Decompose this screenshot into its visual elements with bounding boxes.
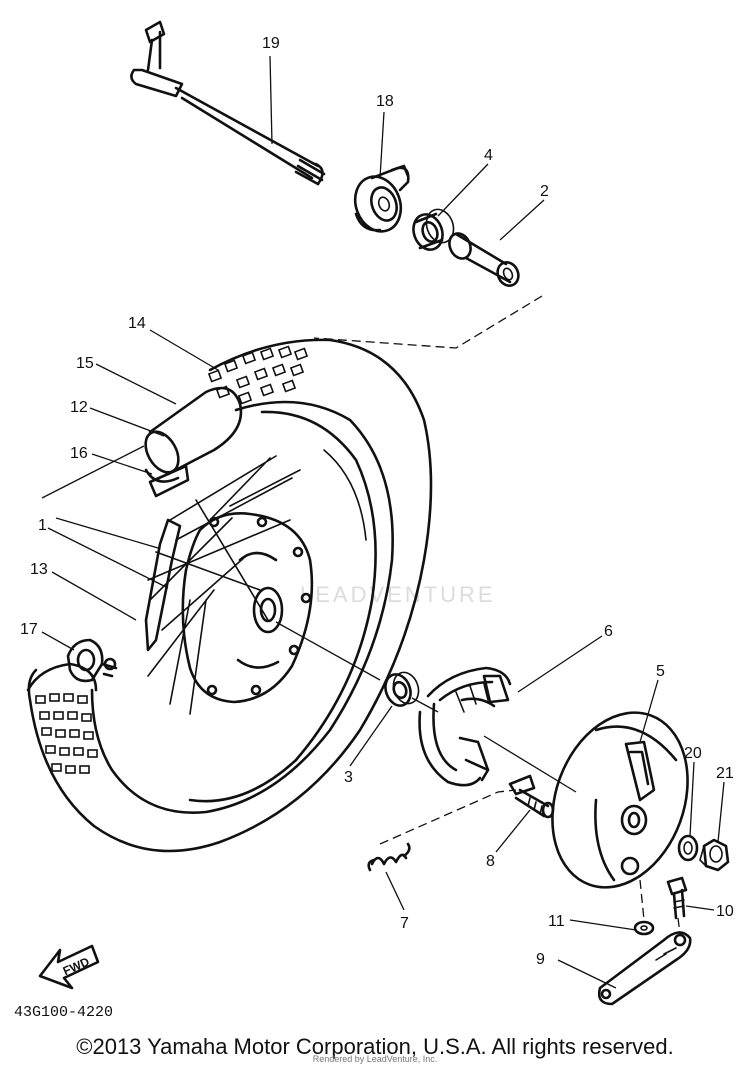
callout-20: 20 bbox=[684, 745, 702, 762]
callout-10: 10 bbox=[716, 903, 734, 920]
nut-21 bbox=[699, 838, 730, 872]
assembly-guide-upper bbox=[313, 295, 543, 349]
bearing-3 bbox=[384, 671, 420, 707]
assembly-guide-lower bbox=[379, 789, 517, 845]
valve-cap bbox=[66, 638, 118, 683]
front-tire bbox=[26, 338, 433, 853]
meter-gear-unit bbox=[353, 164, 410, 233]
callout-9: 9 bbox=[536, 951, 545, 968]
callout-6: 6 bbox=[604, 623, 613, 640]
leader-lines bbox=[41, 55, 725, 989]
callout-3: 3 bbox=[344, 769, 353, 786]
rendered-by-credit: Rendered by LeadVenture, Inc. bbox=[312, 1054, 438, 1064]
callout-4: 4 bbox=[484, 147, 493, 164]
callout-14: 14 bbox=[128, 315, 146, 332]
brake-shoe-plate bbox=[551, 711, 689, 889]
callout-2: 2 bbox=[540, 183, 549, 200]
callout-5: 5 bbox=[656, 663, 665, 680]
brake-shoe-spring bbox=[367, 842, 411, 872]
wheel-hub-and-spokes bbox=[144, 455, 314, 715]
cam-lever bbox=[597, 931, 692, 1006]
callout-19: 19 bbox=[262, 35, 280, 52]
callout-8: 8 bbox=[486, 853, 495, 870]
cam-lever-bolt bbox=[666, 876, 688, 920]
collar-20 bbox=[677, 834, 699, 862]
brake-camshaft bbox=[508, 774, 555, 819]
spacer-2 bbox=[448, 232, 520, 287]
copyright-notice: ©2013 Yamaha Motor Corporation, U.S.A. A… bbox=[76, 1034, 674, 1059]
axle-line-lower bbox=[275, 621, 381, 681]
plain-washer bbox=[633, 920, 655, 936]
callout-12: 12 bbox=[70, 399, 88, 416]
watermark: LEADVENTURE bbox=[300, 582, 496, 607]
callout-21: 21 bbox=[716, 765, 734, 782]
callout-11: 11 bbox=[548, 913, 565, 930]
brake-shoe-set bbox=[418, 666, 512, 787]
callout-18: 18 bbox=[376, 93, 394, 110]
callout-1: 1 bbox=[38, 517, 47, 534]
callout-17: 17 bbox=[20, 621, 38, 638]
callout-13: 13 bbox=[30, 561, 48, 578]
callout-15: 15 bbox=[76, 355, 94, 372]
callout-numbers: 19 18 4 2 14 15 12 16 1 13 17 6 5 20 21 … bbox=[20, 35, 734, 968]
forward-arrow-icon: FWD bbox=[38, 944, 100, 990]
tube-and-rim-band bbox=[144, 386, 243, 498]
callout-16: 16 bbox=[70, 445, 88, 462]
callout-7: 7 bbox=[400, 915, 409, 932]
front-wheel-axle bbox=[130, 20, 326, 186]
diagram-code: 43G100-4220 bbox=[14, 1004, 113, 1021]
bearing-4 bbox=[412, 208, 455, 251]
